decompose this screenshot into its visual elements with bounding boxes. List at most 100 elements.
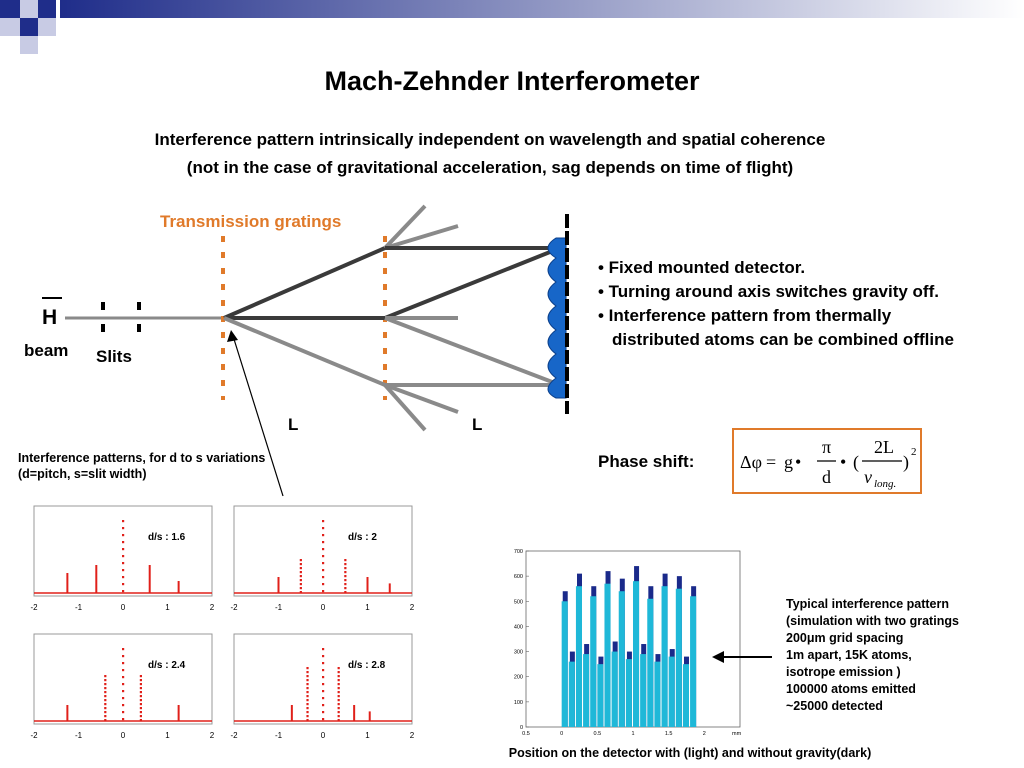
peak-dot — [337, 667, 340, 670]
d-symbol: d — [822, 467, 831, 487]
sim-arrow — [712, 651, 772, 663]
x-tick-label: -1 — [75, 731, 83, 740]
pi-symbol: π — [822, 437, 831, 457]
peak-dot — [139, 691, 142, 694]
peak-dot — [139, 707, 142, 710]
peak-dot — [322, 520, 325, 523]
peak-dot — [122, 669, 125, 672]
x-tick-label: 2 — [410, 731, 415, 740]
peak-dot — [306, 679, 309, 682]
peak-dot — [344, 587, 347, 590]
y-tick-label: 100 — [514, 700, 523, 706]
x-tick-label: 0.5 — [594, 731, 602, 737]
peak-dot — [122, 676, 125, 679]
y-tick-label: 500 — [514, 599, 523, 605]
beam-paths — [223, 204, 561, 432]
peak-dot — [306, 703, 309, 706]
peak-dot — [139, 675, 142, 678]
x-unit-label: mm — [732, 731, 742, 737]
peak-dot — [122, 590, 125, 593]
peak-dot — [122, 711, 125, 714]
bar-light — [668, 656, 675, 727]
peak-dot — [322, 534, 325, 537]
peak-dot — [322, 655, 325, 658]
bar-light — [633, 581, 640, 727]
peak-dot — [122, 690, 125, 693]
peak-dot — [122, 704, 125, 707]
peak-dot — [322, 590, 325, 593]
x-tick-label: -1 — [75, 603, 83, 612]
peak-dot — [299, 583, 302, 586]
peak-dot — [104, 719, 107, 722]
interference-caption: Interference patterns, for d to s variat… — [18, 451, 266, 481]
bar-light — [675, 588, 682, 727]
peak-dot — [139, 695, 142, 698]
peak-dot — [122, 648, 125, 651]
bar-light — [690, 596, 697, 727]
peak-dot — [104, 715, 107, 718]
bar-light — [583, 654, 590, 727]
x-tick-label: -2 — [30, 603, 38, 612]
plot-frame — [233, 505, 413, 597]
peak-dot — [306, 695, 309, 698]
h-label: H — [42, 306, 57, 329]
dot-1: • — [795, 452, 801, 472]
peak-dot — [337, 683, 340, 686]
x-tick-label: 2 — [210, 731, 215, 740]
peak-dot — [322, 569, 325, 572]
peak-dot — [344, 571, 347, 574]
bar-light — [625, 659, 632, 727]
g-symbol: g — [784, 452, 793, 472]
x-tick-label: 0 — [560, 731, 563, 737]
peak-dot — [337, 715, 340, 718]
x-tick-label: 0.5 — [522, 731, 530, 737]
x-tick-label: 0 — [121, 603, 126, 612]
bar-light — [590, 596, 597, 727]
peak-dot — [344, 579, 347, 582]
peak-dot — [337, 711, 340, 714]
peak-dot — [306, 715, 309, 718]
bar-light — [575, 586, 582, 727]
phase-shift-label: Phase shift: — [598, 452, 695, 471]
peak-dot — [344, 583, 347, 586]
peak-dot — [299, 579, 302, 582]
peak-dot — [337, 719, 340, 722]
x-tick-label: 1 — [631, 731, 634, 737]
peak-dot — [344, 591, 347, 594]
peak-dot — [306, 719, 309, 722]
bullet-list: • Fixed mounted detector. • Turning arou… — [598, 256, 978, 352]
peak-dot — [104, 679, 107, 682]
peak-dot — [122, 697, 125, 700]
pointer-arrow — [232, 335, 284, 497]
peak-dot — [122, 520, 125, 523]
peak-dot — [322, 669, 325, 672]
sim-caption-line: ~25000 detected — [786, 699, 883, 713]
x-tick-label: -1 — [275, 603, 283, 612]
peak-dot — [122, 569, 125, 572]
peak-dot — [139, 687, 142, 690]
peak-dot — [299, 567, 302, 570]
bottom-caption: Position on the detector with (light) an… — [508, 746, 872, 760]
peak-dot — [104, 703, 107, 706]
bar-light — [682, 664, 689, 727]
peak-dot — [322, 562, 325, 565]
bar-light — [568, 661, 575, 727]
peak-dot — [322, 662, 325, 665]
peak-dot — [337, 671, 340, 674]
peak-dot — [322, 555, 325, 558]
bar-light — [611, 651, 618, 727]
x-tick-label: 0 — [121, 731, 126, 740]
x-tick-label: 1 — [365, 731, 370, 740]
peak-dot — [299, 587, 302, 590]
bar-light — [640, 654, 647, 727]
peak-dot — [337, 687, 340, 690]
peak-dot — [104, 675, 107, 678]
delta-phi: Δφ — [740, 452, 762, 472]
peak-dot — [139, 715, 142, 718]
peak-dot — [122, 548, 125, 551]
v-symbol: v — [864, 467, 872, 487]
